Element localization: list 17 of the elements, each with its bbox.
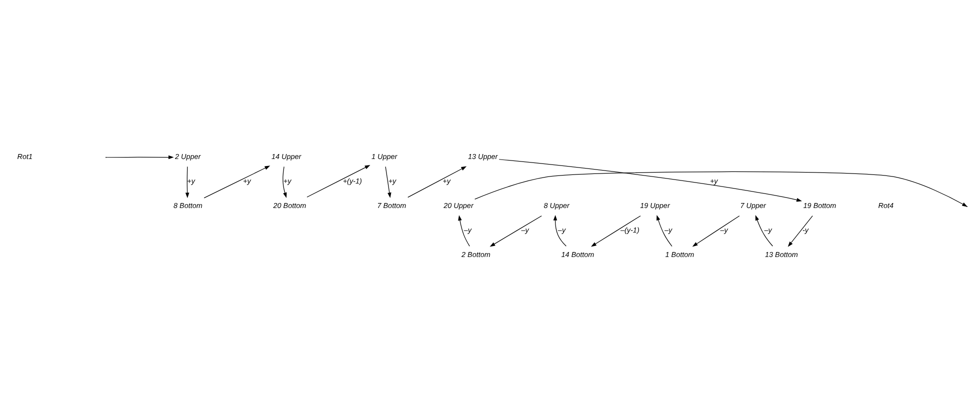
arrow bbox=[656, 214, 672, 247]
arrow bbox=[692, 216, 740, 247]
arrow bbox=[385, 166, 392, 198]
arrow bbox=[498, 159, 802, 202]
arrow bbox=[490, 216, 542, 247]
arrow bbox=[788, 216, 813, 247]
arrow bbox=[282, 166, 287, 198]
arrow bbox=[553, 215, 566, 246]
arrow bbox=[408, 166, 467, 198]
arrow bbox=[204, 166, 270, 198]
arrow bbox=[106, 155, 174, 160]
arrow bbox=[458, 215, 470, 246]
arrow bbox=[185, 166, 190, 198]
arrow bbox=[755, 215, 773, 246]
arrow bbox=[306, 164, 370, 198]
arrow bbox=[474, 171, 968, 207]
arrow bbox=[590, 216, 641, 247]
